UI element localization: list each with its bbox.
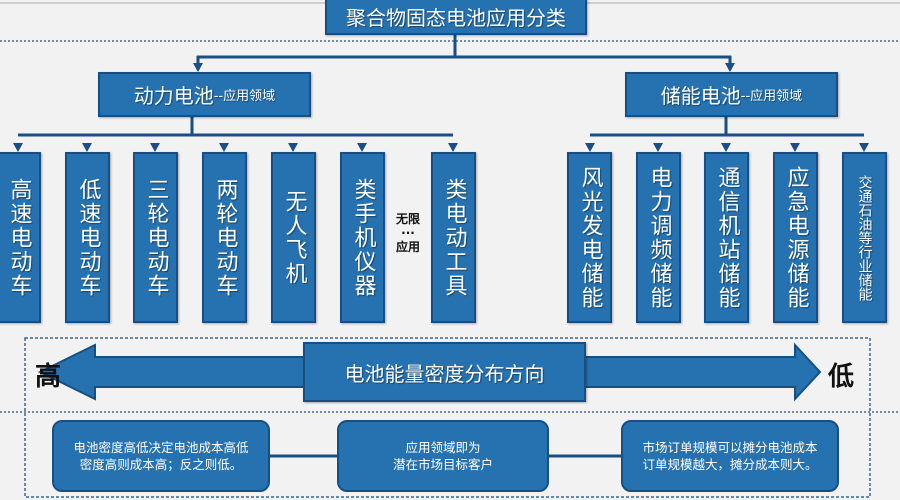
power-suffix: --应用领域 bbox=[213, 89, 276, 104]
arrowhead bbox=[585, 143, 595, 152]
high-label: 高 bbox=[35, 362, 62, 392]
arrowhead bbox=[13, 143, 23, 152]
power-item: 低速电动车 bbox=[65, 152, 110, 323]
arrowhead bbox=[357, 143, 367, 152]
arrowhead bbox=[288, 143, 298, 152]
arrowhead bbox=[790, 143, 800, 152]
note-order-scale: 市场订单规模可以摊分电池成本订单规模越大，摊分成本则大。 bbox=[621, 420, 839, 492]
storage-item: 交通石油等行业储能 bbox=[842, 152, 887, 323]
arrowhead bbox=[721, 143, 731, 152]
storage-battery-box: 储能电池--应用领域 bbox=[625, 72, 838, 117]
density-frame bbox=[24, 337, 871, 498]
power-item: 高速电动车 bbox=[0, 152, 41, 323]
arrowhead bbox=[448, 143, 458, 152]
power-item: 类手机仪器 bbox=[340, 152, 385, 323]
storage-label: 储能电池 bbox=[660, 84, 741, 108]
arrowhead bbox=[150, 143, 160, 152]
power-battery-box: 动力电池--应用领域 bbox=[98, 72, 311, 117]
low-label: 低 bbox=[828, 362, 855, 392]
storage-item: 通信机站储能 bbox=[704, 152, 749, 323]
density-direction-box: 电池能量密度分布方向 bbox=[303, 342, 586, 402]
note-density-cost: 电池密度高低决定电池成本高低密度高则成本高；反之则低。 bbox=[52, 420, 270, 492]
arrowhead bbox=[859, 143, 869, 152]
storage-suffix: --应用领域 bbox=[740, 89, 803, 104]
root-title: 聚合物固态电池应用分类 bbox=[325, 0, 587, 35]
power-item: 两轮电动车 bbox=[202, 152, 247, 323]
power-item: 三轮电动车 bbox=[133, 152, 178, 323]
arrowhead bbox=[219, 143, 229, 152]
storage-item: 应急电源储能 bbox=[773, 152, 818, 323]
power-label: 动力电池 bbox=[133, 84, 214, 108]
arrowhead bbox=[193, 63, 203, 72]
arrowhead bbox=[653, 143, 663, 152]
storage-item: 电力调频储能 bbox=[636, 152, 681, 323]
more-applications: 无限 ··· 应用 bbox=[395, 212, 420, 254]
power-item: 无人飞机 bbox=[271, 152, 316, 323]
power-item: 类电动工具 bbox=[431, 152, 476, 323]
note-market: 应用领域即为潜在市场目标客户 bbox=[337, 420, 549, 492]
storage-item: 风光发电储能 bbox=[567, 152, 612, 323]
connector-top bbox=[196, 55, 732, 70]
arrowhead bbox=[82, 143, 92, 152]
arrowhead bbox=[725, 63, 735, 72]
